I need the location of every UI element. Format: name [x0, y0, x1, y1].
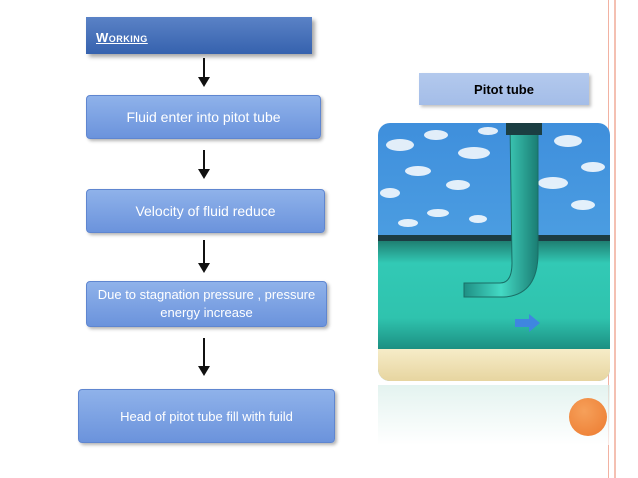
- down-arrow-icon: [198, 240, 210, 273]
- down-arrow-icon: [198, 338, 210, 376]
- flow-step-1: Fluid enter into pitot tube: [86, 95, 321, 139]
- pitot-tube-illustration: [378, 123, 610, 445]
- down-arrow-icon: [198, 150, 210, 179]
- accent-circle: [569, 398, 607, 436]
- title-banner: Working: [86, 17, 312, 54]
- flow-step-text: Due to stagnation pressure , pressure en…: [97, 287, 316, 320]
- image-caption: Pitot tube: [419, 73, 589, 105]
- flow-step-text: Head of pitot tube fill with fuild: [120, 408, 293, 424]
- flow-step-text: Velocity of fluid reduce: [135, 203, 276, 219]
- image-caption-text: Pitot tube: [474, 81, 534, 97]
- flow-arrow-icon: [515, 314, 540, 332]
- flow-step-4: Head of pitot tube fill with fuild: [78, 389, 335, 443]
- down-arrow-icon: [198, 58, 210, 87]
- flow-step-text: Fluid enter into pitot tube: [126, 109, 281, 125]
- slide-title: Working: [96, 30, 148, 45]
- flow-step-3: Due to stagnation pressure , pressure en…: [86, 281, 327, 327]
- flow-step-2: Velocity of fluid reduce: [86, 189, 325, 233]
- slide-edge-line: [614, 0, 616, 478]
